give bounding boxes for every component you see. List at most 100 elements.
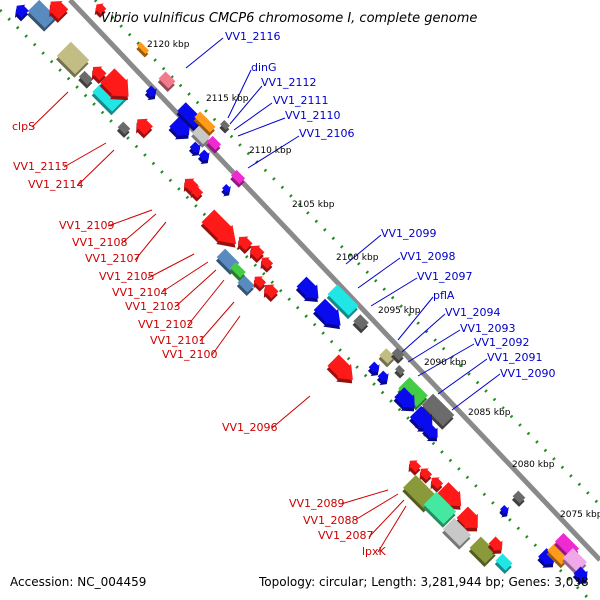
gene-feature	[144, 85, 157, 101]
gene-label: clpS	[12, 120, 35, 133]
gene-feature	[352, 314, 369, 334]
gene-feature	[230, 169, 246, 188]
label-connector	[401, 313, 446, 353]
gene-feature	[367, 361, 380, 377]
gene-feature	[430, 477, 444, 493]
gene-feature	[376, 370, 389, 386]
label-connector	[227, 69, 252, 119]
gene-feature	[313, 298, 341, 330]
topology-text: Topology: circular; Length: 3,281,944 bp…	[258, 575, 589, 589]
gene-feature	[499, 505, 509, 518]
label-connector	[377, 505, 407, 553]
label-connector	[147, 253, 195, 279]
gene-feature	[157, 71, 176, 93]
gene-feature	[116, 121, 131, 138]
gene-feature	[436, 482, 462, 510]
label-connector	[229, 85, 263, 125]
map-title: Vibrio vulnificus CMCP6 chromosome I, co…	[101, 11, 477, 26]
gene-feature	[136, 41, 150, 58]
label-connector	[368, 499, 405, 538]
gene-feature	[487, 536, 503, 554]
gene-feature	[190, 186, 204, 202]
gene-label: VV1_2090	[500, 367, 556, 380]
gene-feature	[183, 178, 199, 197]
gene-feature	[136, 118, 153, 139]
gene-feature	[572, 566, 588, 584]
gene-label: VV1_2103	[125, 300, 181, 313]
gene-feature	[393, 387, 415, 412]
label-connector	[211, 315, 241, 356]
gene-feature	[249, 245, 265, 264]
gene-feature	[229, 262, 246, 282]
gene-feature	[78, 70, 94, 89]
label-connector	[340, 489, 389, 505]
gene-feature	[56, 41, 90, 78]
gene-feature	[14, 4, 29, 22]
gene-feature	[326, 354, 353, 384]
label-connector	[417, 343, 475, 377]
gene-feature	[378, 348, 395, 368]
kbp-tick-label: 2085 kbp	[468, 408, 511, 418]
gene-feature	[221, 184, 231, 197]
gene-feature	[390, 347, 405, 364]
gene-feature	[91, 66, 107, 85]
label-connector	[357, 257, 401, 289]
gene-label: VV1_2106	[299, 127, 355, 140]
gene-label: VV1_2088	[303, 514, 359, 527]
gene-label: VV1_2102	[138, 318, 194, 331]
gene-feature	[394, 365, 405, 379]
gene-label: VV1_2092	[474, 336, 530, 349]
kbp-tick-label: 2120 kbp	[147, 40, 190, 50]
genome-backbone	[68, 0, 600, 562]
gene-feature	[236, 275, 255, 297]
gene-label: VV1_2110	[285, 109, 341, 122]
label-connector	[174, 269, 217, 308]
label-connector	[161, 261, 209, 293]
label-connector	[451, 373, 501, 411]
label-connector	[233, 102, 273, 131]
label-connector	[63, 142, 107, 168]
gene-feature	[206, 135, 222, 154]
label-connector	[31, 91, 69, 128]
gene-feature	[511, 490, 526, 507]
gene-label: VV1_2104	[112, 286, 168, 299]
gene-label: VV1_2100	[162, 348, 218, 361]
gene-feature	[423, 491, 457, 528]
gene-feature	[421, 393, 455, 430]
gene-feature	[193, 111, 216, 137]
label-connector	[397, 296, 434, 341]
gene-feature	[253, 276, 267, 292]
label-connector	[134, 221, 167, 261]
kbp-tick-label: 2095 kbp	[378, 306, 421, 316]
label-connector	[345, 234, 382, 265]
gene-feature	[219, 120, 230, 134]
label-connector	[107, 209, 153, 227]
gene-label: VV1_2089	[289, 497, 345, 510]
gene-label: pflA	[433, 289, 455, 302]
label-connector	[187, 279, 225, 326]
gene-label: VV1_2093	[460, 322, 516, 335]
gene-label: VV1_2105	[99, 270, 155, 283]
label-connector	[199, 301, 235, 342]
label-connector	[77, 149, 115, 186]
label-connector	[437, 358, 488, 395]
gene-feature	[200, 209, 237, 248]
gene-label: lpxK	[362, 545, 387, 558]
gene-label: VV1_2087	[318, 529, 374, 542]
gene-label: dinG	[251, 61, 277, 74]
gene-feature	[188, 141, 201, 157]
kbp-tick-label: 2110 kbp	[249, 146, 292, 156]
gene-label: VV1_2101	[150, 334, 206, 347]
gene-feature	[408, 460, 422, 476]
gene-label: VV1_2094	[445, 306, 501, 319]
gene-feature	[260, 257, 274, 273]
kbp-tick-label: 2090 kbp	[424, 358, 467, 368]
gene-feature	[27, 0, 57, 32]
gene-label: VV1_2116	[225, 30, 281, 43]
gene-label: VV1_2099	[381, 227, 437, 240]
gene-feature	[442, 517, 472, 550]
gene-label: VV1_2097	[417, 270, 473, 283]
gene-label: VV1_2096	[222, 421, 278, 434]
gene-feature	[197, 149, 210, 165]
gene-label: VV1_2114	[28, 178, 84, 191]
